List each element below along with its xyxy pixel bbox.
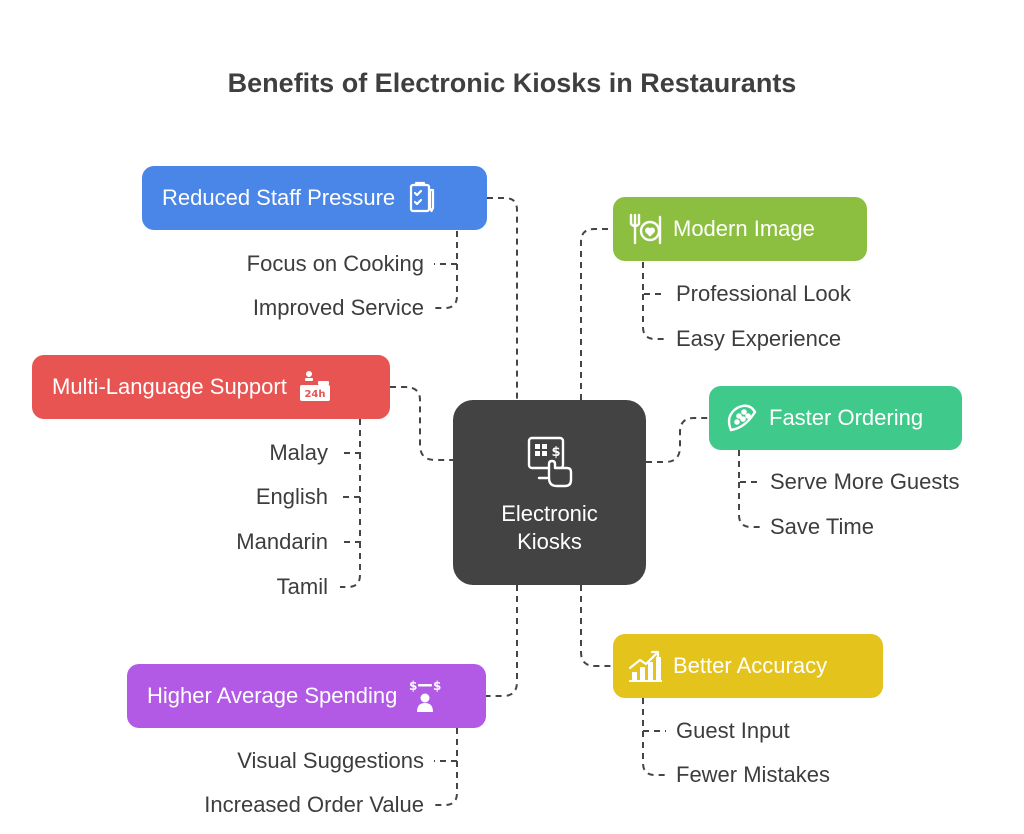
sub-item-improved-service: Improved Service <box>252 295 424 320</box>
connector-modern-image <box>580 228 613 400</box>
connector-reduced-staff-pressure <box>487 197 518 400</box>
sub-item-tamil: Tamil <box>276 574 328 599</box>
branch-label: Better Accuracy <box>673 653 828 678</box>
center-node: $ Electronic Kiosks <box>453 400 646 585</box>
sub-item-mandarin: Mandarin <box>236 529 328 554</box>
center-label: Electronic Kiosks <box>501 500 598 554</box>
kiosk-touch-icon: $ <box>525 434 575 490</box>
svg-text:$: $ <box>409 679 417 693</box>
svg-text:$: $ <box>433 679 441 693</box>
branch-label: Faster Ordering <box>769 405 924 430</box>
connector-faster-ordering <box>646 417 709 463</box>
sub-item-increased-order-value: Increased Order Value <box>204 792 424 817</box>
sub-item-save-time: Save Time <box>770 514 874 539</box>
branch-faster-ordering: Faster Ordering <box>709 386 962 450</box>
service-desk-24h-icon: 24h <box>297 369 333 405</box>
sub-item-fewer-mistakes: Fewer Mistakes <box>676 762 831 787</box>
branch-modern-image: Modern Image <box>613 197 867 261</box>
sub-item-visual-suggestions: Visual Suggestions <box>237 748 424 773</box>
taco-icon <box>723 400 759 436</box>
connector-better-accuracy <box>580 585 613 667</box>
branch-better-accuracy: Better Accuracy <box>613 634 883 698</box>
branch-label: Higher Average Spending <box>147 683 398 708</box>
svg-text:$: $ <box>551 445 560 460</box>
sub-item-professional-look: Professional Look <box>676 281 851 306</box>
branch-multi-language-support: Multi-Language Support 24h <box>32 355 390 419</box>
sub-item-easy-experience: Easy Experience <box>676 326 842 351</box>
branch-label: Multi-Language Support <box>52 374 287 399</box>
sub-item-malay: Malay <box>269 440 328 465</box>
diagram-title: Benefits of Electronic Kiosks in Restaur… <box>227 68 797 98</box>
branch-label: Reduced Staff Pressure <box>162 185 396 210</box>
sub-item-english: English <box>255 484 328 509</box>
sub-item-serve-more-guests: Serve More Guests <box>770 469 960 494</box>
checklist-icon <box>405 180 441 216</box>
money-person-icon: $ $ <box>407 678 443 714</box>
connector-higher-average-spending <box>486 585 518 697</box>
branch-label: Modern Image <box>673 216 815 241</box>
connector-multi-language-support <box>390 386 453 461</box>
rising-bar-chart-icon <box>627 648 663 684</box>
sub-item-guest-input: Guest Input <box>676 718 790 743</box>
sub-item-focus-on-cooking: Focus on Cooking <box>246 251 424 276</box>
fork-heart-plate-icon <box>627 211 663 247</box>
branch-reduced-staff-pressure: Reduced Staff Pressure <box>142 166 487 230</box>
branch-higher-average-spending: Higher Average Spending $ $ <box>127 664 486 728</box>
svg-text:24h: 24h <box>304 389 325 400</box>
